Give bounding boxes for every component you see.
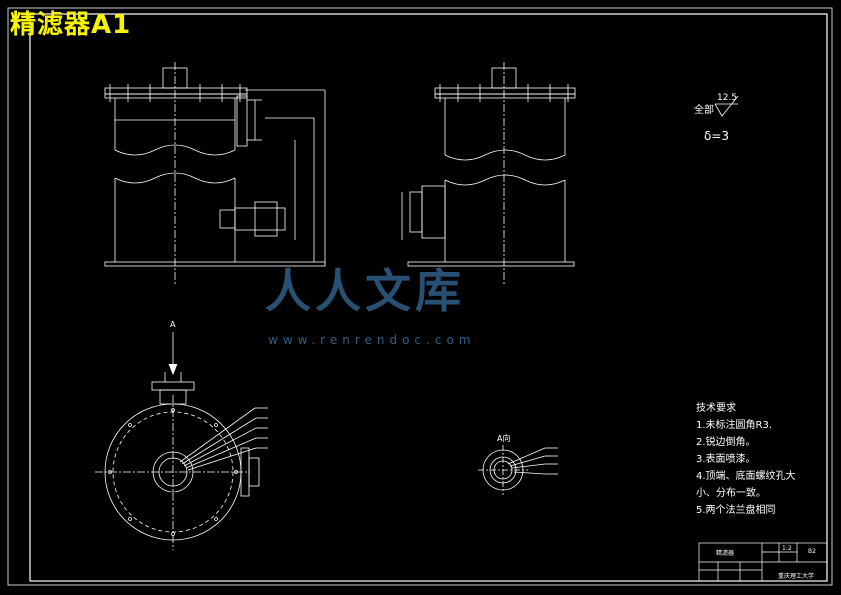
plan-view bbox=[95, 332, 268, 550]
tech-requirement-item: 3.表面喷漆。 bbox=[696, 454, 756, 465]
tech-requirement-item: 2.锐边倒角。 bbox=[696, 437, 756, 448]
tech-requirement-item: 1.未标注圆角R3. bbox=[696, 420, 773, 431]
title-block-scale: 1:2 bbox=[782, 545, 792, 552]
title-block bbox=[698, 542, 828, 582]
outer-border bbox=[7, 7, 833, 586]
tech-requirement-item: 小、分布一致。 bbox=[696, 488, 766, 499]
title-block-part-name: 精滤器 bbox=[716, 550, 735, 557]
roughness-symbol bbox=[714, 95, 739, 117]
drawing-title: 精滤器A1 bbox=[10, 10, 132, 40]
watermark-url: www.renrendoc.com bbox=[268, 333, 476, 347]
thickness-note: δ=3 bbox=[704, 129, 730, 143]
view-label-a: A bbox=[170, 320, 176, 329]
tech-requirements-heading: 技术要求 bbox=[696, 403, 736, 414]
view-label-detail: A向 bbox=[497, 434, 511, 443]
front-view bbox=[104, 62, 326, 285]
roughness-value: 12.5 bbox=[717, 93, 738, 103]
tech-requirement-item: 5.两个法兰盘相同 bbox=[696, 505, 776, 516]
title-block-school: 重庆理工大学 bbox=[778, 573, 815, 580]
watermark-logo: 人人文库 bbox=[265, 264, 465, 318]
tech-requirement-item: 4.顶端、底面螺纹孔大 bbox=[696, 471, 796, 482]
detail-view-a bbox=[478, 445, 558, 495]
tech-requirements: 技术要求 1.未标注圆角R3. 2.锐边倒角。 3.表面喷漆。 4.顶端、底面螺… bbox=[696, 400, 796, 519]
roughness-label: 全部 bbox=[694, 105, 714, 116]
inner-border bbox=[29, 13, 828, 582]
title-block-drawing-no: B2 bbox=[808, 548, 816, 555]
side-view bbox=[401, 62, 576, 285]
